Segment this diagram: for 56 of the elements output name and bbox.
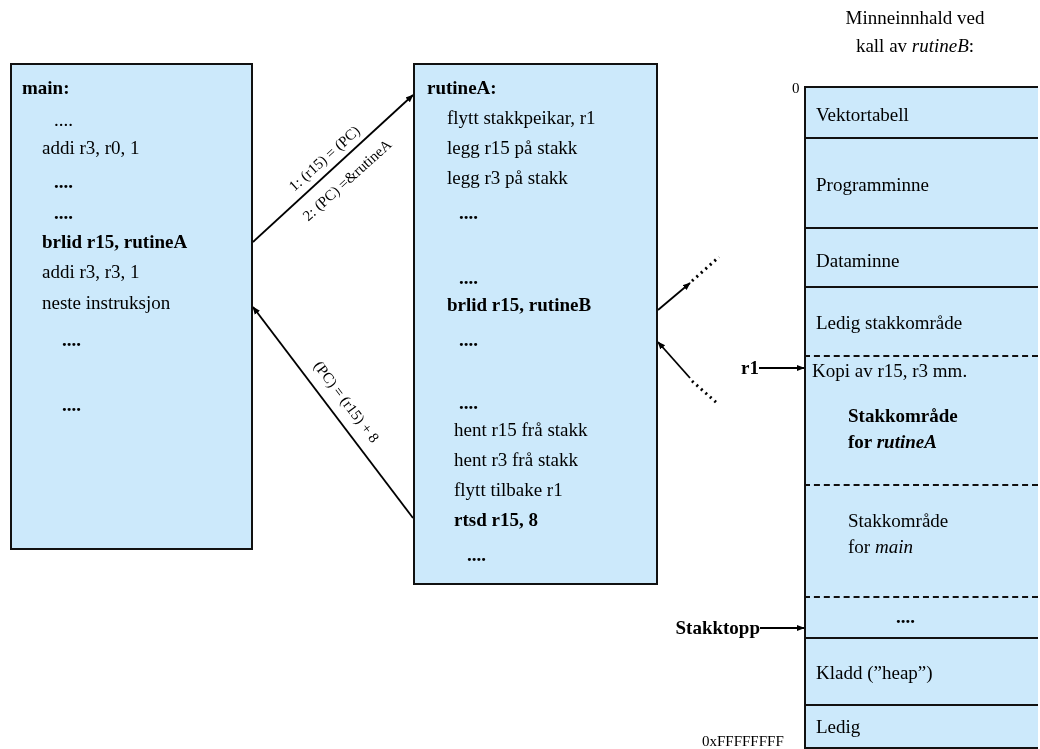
memory-segment <box>804 227 1038 286</box>
address-label: 0xFFFFFFFF <box>702 733 784 749</box>
code-line: .... <box>54 109 73 131</box>
code-line: legg r3 på stakk <box>447 167 568 189</box>
routine-box <box>10 63 253 550</box>
code-line: .... <box>459 329 478 351</box>
code-line: .... <box>62 394 81 416</box>
memory-map-heading: Minneinnhald ved kall av rutineB: <box>844 6 986 58</box>
memory-region-label: .... <box>896 605 916 629</box>
code-line: addi r3, r3, 1 <box>42 261 140 283</box>
code-line: hent r15 frå stakk <box>454 419 588 441</box>
memory-region-label: Ledig stakkområde <box>816 311 964 335</box>
memory-segment <box>804 86 1038 137</box>
memory-segment <box>804 704 1038 749</box>
routine-label: rutineA: <box>427 77 497 99</box>
pointer-label: Stakktopp <box>675 616 760 640</box>
memory-region-label: Kladd (”heap”) <box>816 661 934 685</box>
arrow <box>252 94 414 243</box>
code-line: hent r3 frå stakk <box>454 449 578 471</box>
memory-region-label: Stakkområde for rutineA <box>848 404 959 454</box>
code-line: neste instruksjon <box>42 292 171 314</box>
memory-region-label: Programminne <box>816 173 930 197</box>
code-line: rtsd r15, 8 <box>454 509 538 531</box>
memory-segment <box>804 355 1038 484</box>
code-line: .... <box>62 329 81 351</box>
memory-region-label: Stakkområde for main <box>848 509 950 559</box>
code-line: legg r15 på stakk <box>447 137 578 159</box>
arrow <box>657 282 691 311</box>
code-line: .... <box>459 267 478 289</box>
arrow <box>758 364 805 372</box>
code-line: .... <box>459 202 478 224</box>
memory-segment <box>804 286 1038 355</box>
arrow <box>657 341 691 379</box>
address-label: 0 <box>792 80 800 96</box>
code-line: addi r3, r0, 1 <box>42 137 140 159</box>
routine-box <box>413 63 658 585</box>
memory-region-label: Kopi av r15, r3 mm. <box>812 359 969 383</box>
memory-segment <box>804 637 1038 704</box>
code-line: brlid r15, rutineA <box>42 231 188 253</box>
code-line: .... <box>54 202 73 224</box>
code-line: flytt tilbake r1 <box>454 479 563 501</box>
memory-segment <box>804 137 1038 227</box>
memory-segment <box>804 596 1038 637</box>
memory-segment <box>804 484 1038 596</box>
arrow <box>252 306 414 519</box>
code-line: .... <box>467 544 486 566</box>
code-line: .... <box>459 392 478 414</box>
arrow <box>759 624 805 632</box>
memory-region-label: Vektortabell <box>816 103 910 127</box>
pointer-label: r1 <box>741 356 759 380</box>
memory-region-label: Ledig <box>816 715 862 739</box>
code-line: .... <box>54 171 73 193</box>
code-line: flytt stakkpeikar, r1 <box>447 107 596 129</box>
routine-label: main: <box>22 77 70 99</box>
memory-region-label: Dataminne <box>816 249 901 273</box>
code-line: brlid r15, rutineB <box>447 294 592 316</box>
